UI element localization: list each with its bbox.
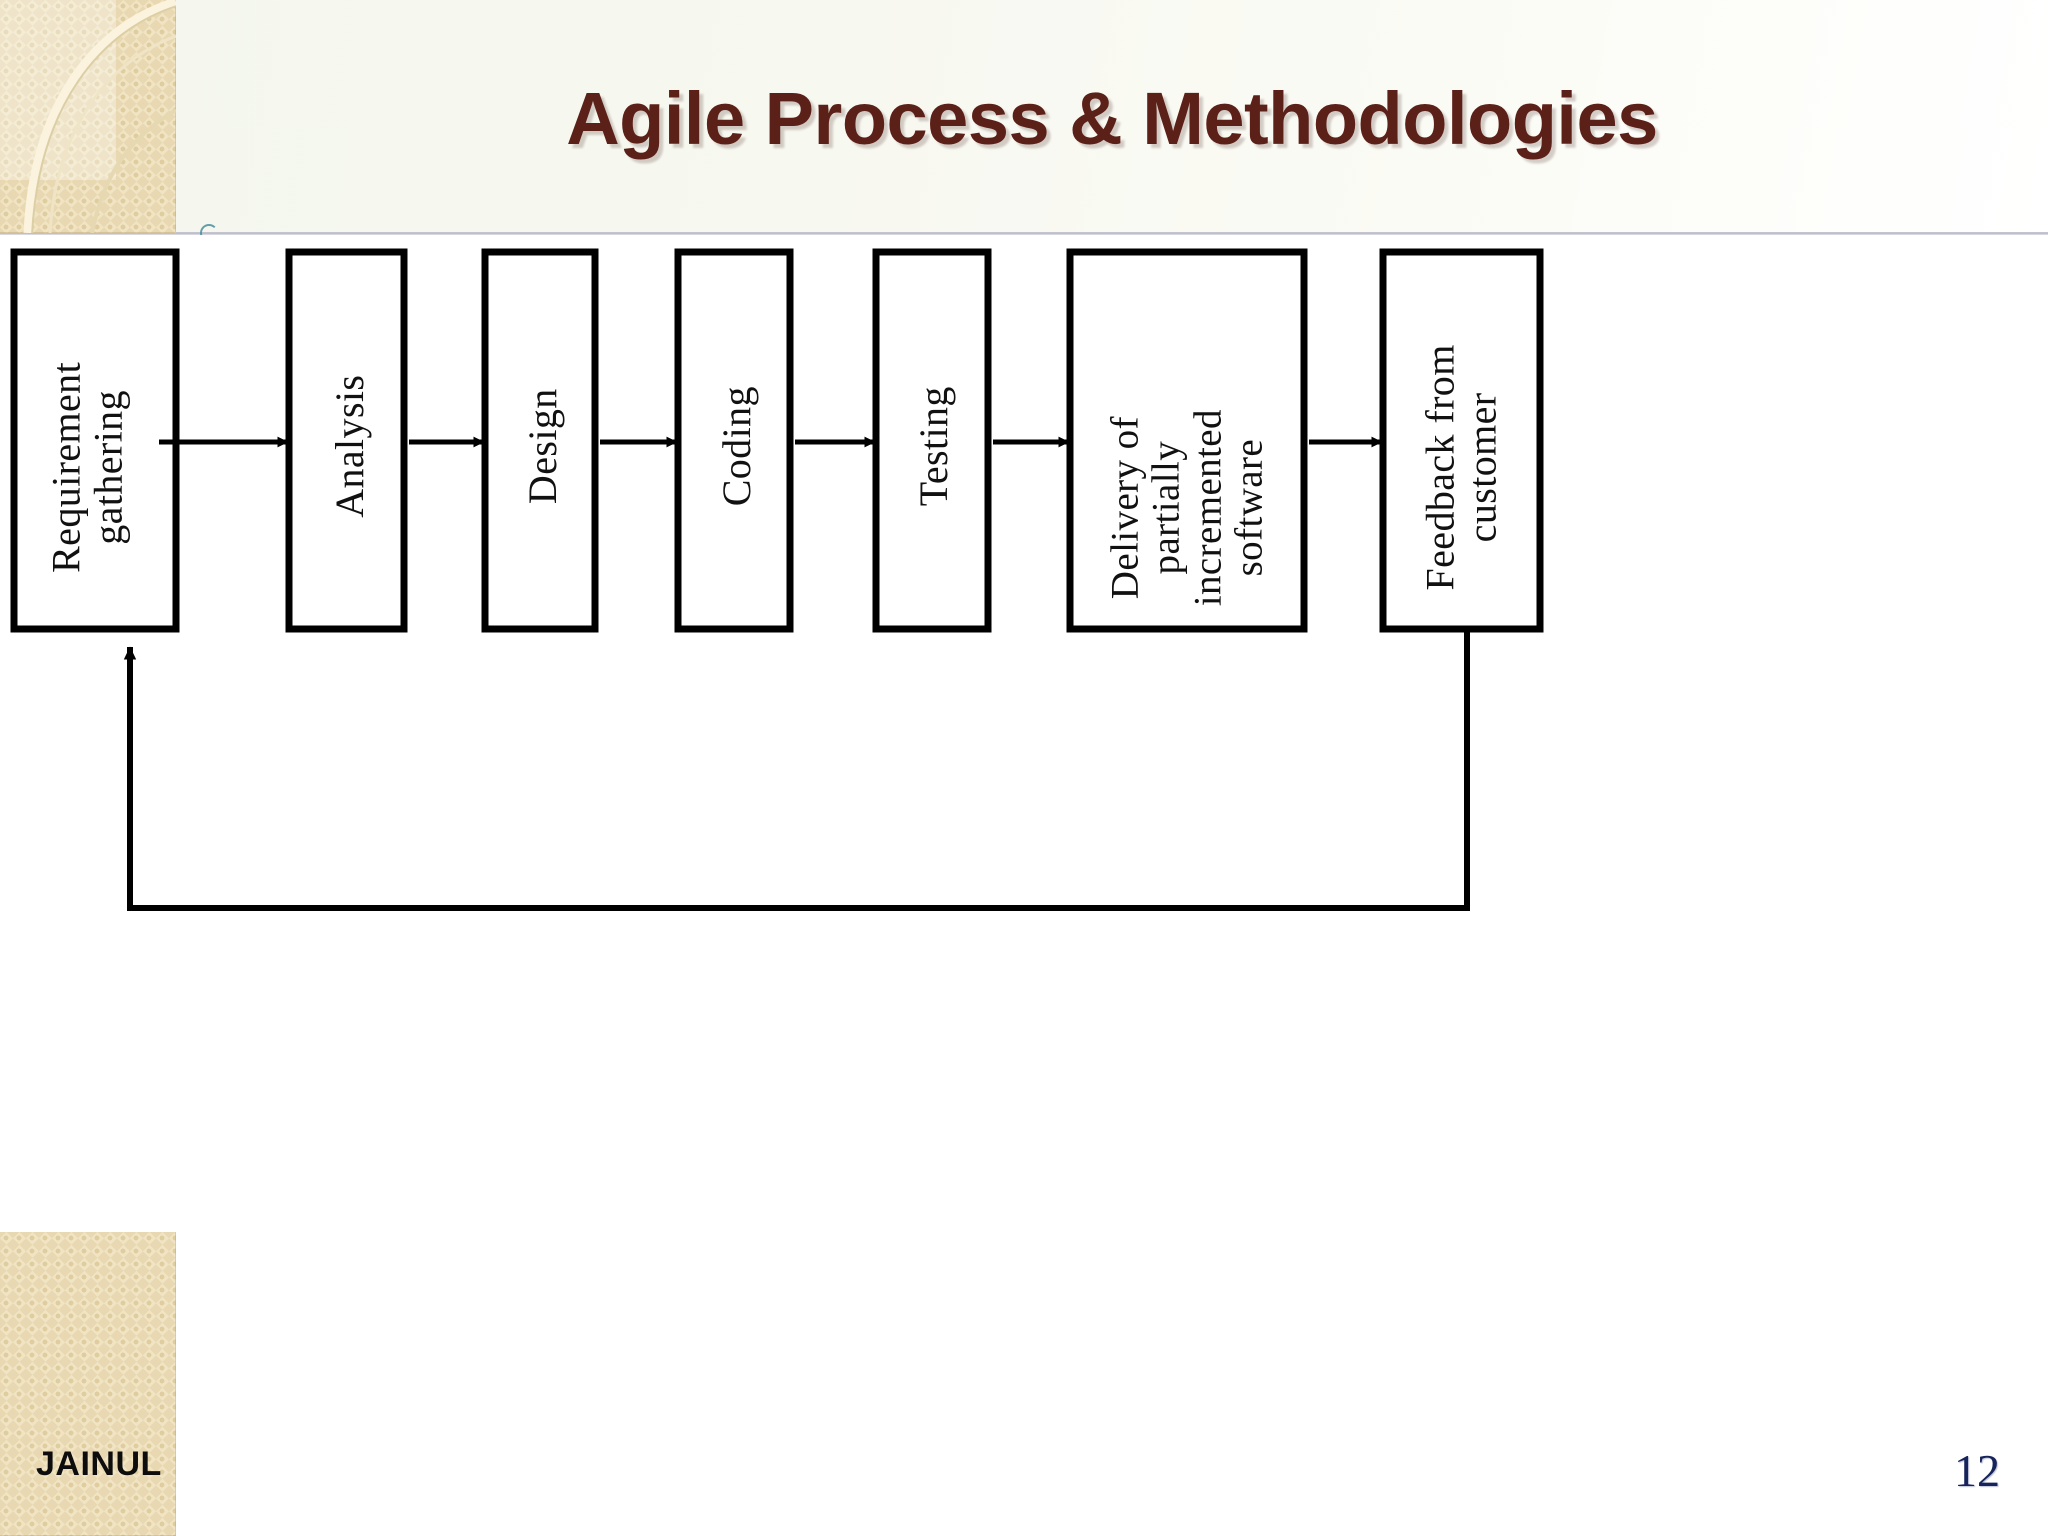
- node-analysis: [285, 248, 408, 633]
- node-label-delivery: Delivery of partially incremented softwa…: [1103, 409, 1271, 607]
- node-design: [481, 248, 599, 633]
- title-background-band: [0, 0, 2048, 233]
- node-label-requirement-gathering: Requirement gathering: [43, 361, 131, 573]
- process-flow-svg: [10, 248, 1544, 911]
- edge-feedback-loop: [123, 631, 1470, 911]
- process-flow-diagram: Requirement gathering Analysis Design Co…: [0, 235, 2048, 925]
- node-label-feedback: Feedback from customer: [1417, 344, 1505, 591]
- stray-ink-mark: [200, 224, 218, 242]
- node-label-design: Design: [519, 388, 565, 505]
- node-label-analysis: Analysis: [326, 374, 372, 518]
- decorative-arcs-icon: [23, 0, 176, 233]
- node-coding: [674, 248, 794, 633]
- node-testing: [872, 248, 992, 633]
- decorative-corner-bottom-left: [0, 1232, 176, 1536]
- decorative-light-square: [0, 0, 116, 180]
- node-label-testing: Testing: [910, 386, 956, 507]
- node-feedback: [1379, 248, 1544, 633]
- title-divider-rule: [0, 232, 2048, 235]
- page-number: 12: [1954, 1445, 2000, 1496]
- decorative-corner-top-left: [0, 0, 176, 233]
- author-footer: JAINUL: [36, 1445, 162, 1483]
- node-label-coding: Coding: [713, 386, 759, 507]
- diagram-nodes: [10, 248, 1544, 633]
- page-title: Agile Process & Methodologies: [566, 77, 1658, 160]
- node-requirement-gathering: [10, 248, 180, 633]
- node-delivery: [1066, 248, 1308, 633]
